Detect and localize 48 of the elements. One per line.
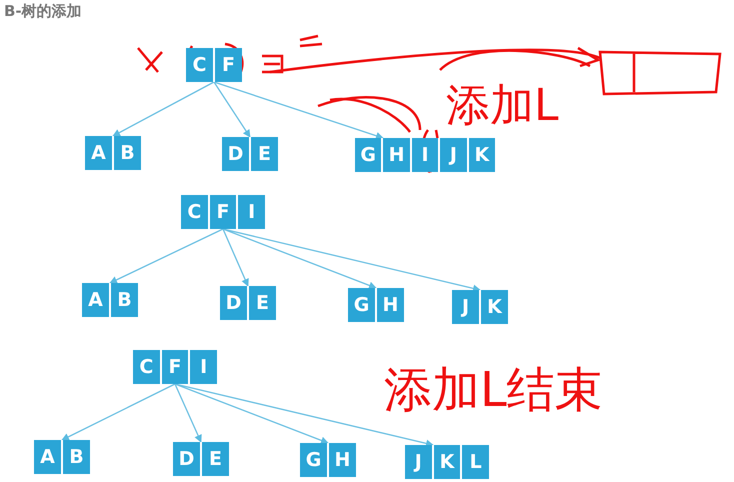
key-cell: E bbox=[200, 442, 229, 476]
key-cell: G bbox=[348, 288, 375, 322]
key-cell: H bbox=[381, 138, 410, 172]
key-cell: K bbox=[466, 138, 496, 172]
key-cell: D bbox=[173, 442, 200, 476]
key-cell: F bbox=[160, 350, 188, 384]
key-cell: J bbox=[438, 138, 467, 172]
arrow bbox=[222, 228, 377, 290]
arrow bbox=[112, 81, 214, 137]
key-cell: J bbox=[405, 445, 432, 479]
key-cell: H bbox=[375, 288, 404, 322]
key-cell: H bbox=[327, 443, 356, 477]
key-cell: D bbox=[222, 137, 249, 171]
title: B-树的添加 bbox=[4, 2, 82, 21]
key-cell: I bbox=[410, 138, 438, 172]
key-cell: C bbox=[186, 48, 213, 82]
key-cell: B bbox=[61, 440, 90, 474]
key-cell: B bbox=[112, 136, 141, 170]
key-cell: K bbox=[479, 290, 508, 324]
arrow bbox=[61, 383, 176, 441]
key-cell: A bbox=[85, 136, 112, 170]
key-cell: L bbox=[460, 445, 490, 479]
arrow bbox=[109, 228, 224, 284]
key-cell: A bbox=[82, 283, 109, 317]
key-cell: K bbox=[432, 445, 460, 479]
key-cell: A bbox=[34, 440, 61, 474]
key-cell: F bbox=[208, 195, 236, 229]
key-cell: E bbox=[247, 286, 276, 320]
key-cell: G bbox=[300, 443, 327, 477]
arrow bbox=[222, 228, 481, 292]
handwritten-note: 添加L bbox=[446, 84, 559, 128]
key-cell: I bbox=[236, 195, 266, 229]
key-cell: D bbox=[220, 286, 247, 320]
arrow bbox=[174, 383, 329, 444]
key-cell: I bbox=[188, 350, 218, 384]
arrow bbox=[214, 81, 384, 140]
key-cell: C bbox=[181, 195, 208, 229]
key-cell: J bbox=[452, 290, 479, 324]
key-cell: G bbox=[355, 138, 382, 172]
arrow bbox=[213, 82, 251, 138]
handwritten-note: 添加L结束 bbox=[384, 366, 603, 414]
key-cell: C bbox=[133, 350, 160, 384]
arrow bbox=[174, 384, 202, 443]
arrow bbox=[222, 228, 249, 287]
key-cell: E bbox=[249, 137, 278, 171]
key-cell: F bbox=[213, 48, 242, 82]
arrow bbox=[174, 383, 434, 448]
key-cell: B bbox=[109, 283, 138, 317]
